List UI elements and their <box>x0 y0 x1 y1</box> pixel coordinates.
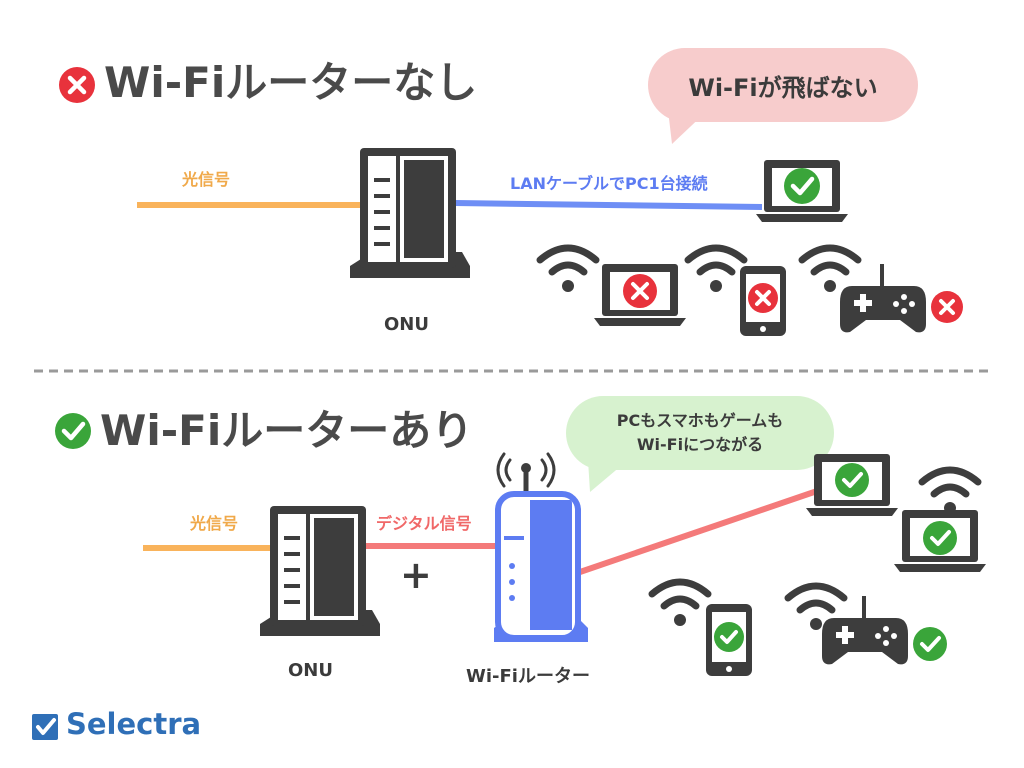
check-circle-icon <box>913 627 947 661</box>
router-label: Wi-Fiルーター <box>466 666 590 687</box>
wifi-router-icon <box>494 452 588 642</box>
wifi-icon <box>684 244 748 292</box>
cross-circle-icon <box>931 291 963 323</box>
game-controller-icon <box>840 264 926 333</box>
wifi-icon <box>536 244 600 292</box>
laptop-disconnected-icon <box>594 264 686 326</box>
fiber-signal-label: 光信号 <box>190 514 239 533</box>
fiber-signal-label: 光信号 <box>182 170 231 189</box>
plus-sign: + <box>400 553 432 597</box>
wifi-icon <box>798 244 862 292</box>
laptop-connected-icon <box>806 454 898 516</box>
bubble-tail <box>588 460 628 492</box>
onu-device-icon <box>350 148 470 278</box>
digital-signal-label: デジタル信号 <box>376 514 472 533</box>
cross-circle-icon <box>59 67 95 103</box>
bubble-text: Wi-Fiが飛ばない <box>688 73 878 102</box>
check-circle-icon <box>55 413 91 449</box>
game-controller-icon <box>822 596 908 665</box>
wifi-icon <box>648 578 712 626</box>
bubble-text-line1: PCもスマホもゲームも <box>616 411 784 430</box>
bubble-text-line2: Wi-Fiにつながる <box>636 435 764 454</box>
laptop-connected-icon <box>894 510 986 572</box>
section-heading-with-router: Wi-Fiルーターあり <box>100 406 474 455</box>
speech-bubble-no-wifi: Wi-Fiが飛ばない <box>648 48 918 122</box>
onu-label: ONU <box>288 660 333 681</box>
selectra-logo-text: Selectra <box>66 707 202 741</box>
smartphone-connected-icon <box>706 604 752 676</box>
onu-label: ONU <box>384 314 429 335</box>
section-heading-without-router: Wi-Fiルーターなし <box>104 58 478 107</box>
selectra-logo-icon <box>32 714 58 740</box>
bubble-tail <box>668 110 708 144</box>
speech-bubble-all-connected: PCもスマホもゲームも Wi-Fiにつながる <box>566 396 834 470</box>
wifi-icon <box>784 582 848 630</box>
laptop-connected-icon <box>756 160 848 222</box>
lan-cable-label: LANケーブルでPC1台接続 <box>510 174 708 193</box>
smartphone-disconnected-icon <box>740 266 786 336</box>
onu-device-icon <box>260 506 380 636</box>
